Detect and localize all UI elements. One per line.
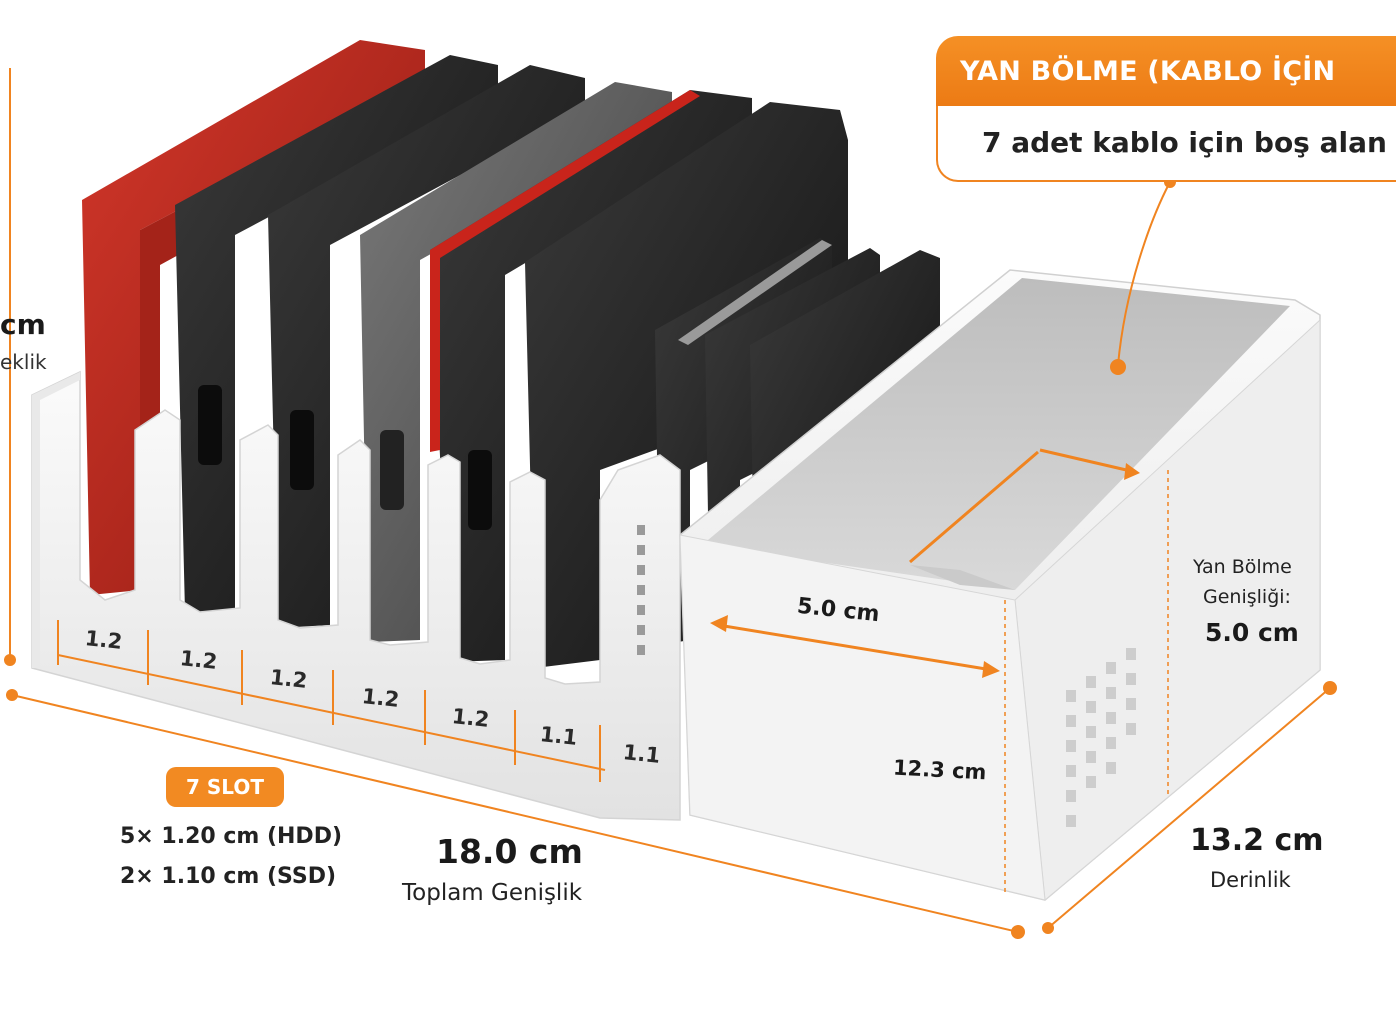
depth-label: Derinlik: [1210, 868, 1291, 892]
depth-value: 13.2 cm: [1190, 823, 1324, 858]
depth-line: [1047, 687, 1331, 929]
depth-dot-right: [1323, 681, 1337, 695]
slot-width-6: 1.1: [538, 722, 579, 750]
total-width-dot-right: [1011, 925, 1025, 939]
height-guide-dot: [4, 654, 16, 666]
height-value: cm: [0, 308, 46, 341]
total-width-label: Toplam Genişlik: [402, 880, 583, 906]
callout-title: YAN BÖLME (KABLO İÇİN: [936, 36, 1396, 108]
callout-subtitle: 7 adet kablo için boş alan: [936, 106, 1396, 182]
ssd-slot-summary: 2× 1.10 cm (SSD): [120, 864, 337, 889]
height-label: eklik: [0, 350, 47, 374]
compartment-side-label-2: Genişliği:: [1203, 586, 1291, 608]
slot-width-2: 1.2: [178, 646, 219, 674]
inner-depth-arrow: [909, 448, 1140, 564]
slot-width-7: 1.1: [621, 740, 662, 768]
slot-width-guide: [57, 620, 606, 782]
drive-4-gray: [360, 82, 672, 642]
callout-connector-dot-bottom: [1110, 359, 1126, 375]
compartment-side-label-1: Yan Bölme: [1193, 556, 1292, 578]
drive-3-black: [268, 65, 585, 628]
slot-count-badge: 7 SLOT: [166, 767, 284, 807]
total-width-line: [11, 694, 1019, 933]
slot-width-5: 1.2: [450, 704, 491, 732]
compartment-inner-length: 12.3 cm: [892, 755, 988, 785]
compartment-side-value: 5.0 cm: [1205, 618, 1299, 647]
slot-width-3: 1.2: [268, 665, 309, 693]
callout-connector: [1117, 181, 1171, 366]
drive-5-black-red: [430, 90, 752, 662]
inner-width-arrow: [710, 615, 1000, 678]
depth-dot-left: [1042, 922, 1054, 934]
product-illustration: [4, 40, 1337, 939]
drive-2-black: [175, 55, 498, 612]
slot-width-4: 1.2: [360, 684, 401, 712]
hdd-slot-summary: 5× 1.20 cm (HDD): [120, 824, 343, 849]
total-width-dot-left: [6, 689, 18, 701]
slot-width-1: 1.2: [83, 626, 124, 654]
total-width-value: 18.0 cm: [436, 832, 583, 871]
slot-organizer: [31, 370, 681, 821]
